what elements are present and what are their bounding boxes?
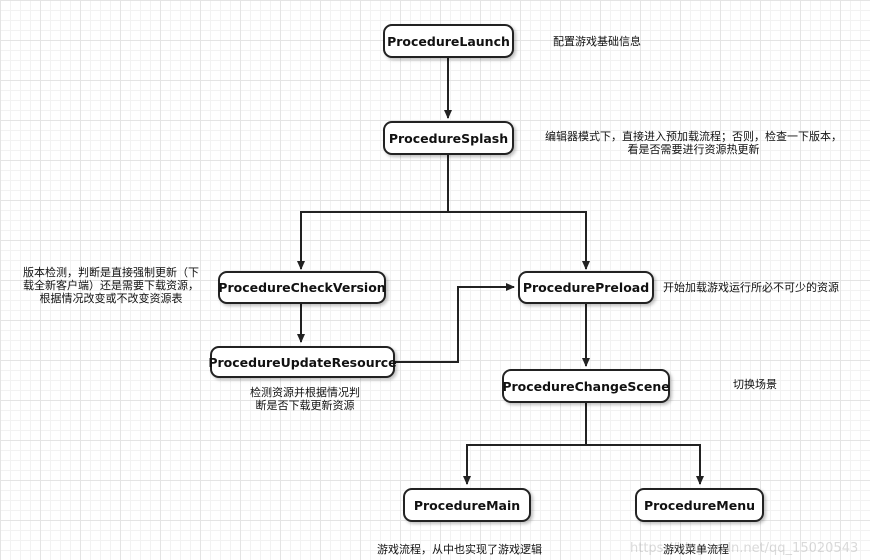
node-procedure-splash[interactable]: ProcedureSplash <box>383 121 514 155</box>
note-splash: 编辑器模式下，直接进入预加载流程；否则，检查一下版本， 看是否需要进行资源热更新 <box>545 130 842 156</box>
watermark: https://blog.csdn.net/qq_15020543 <box>630 541 859 556</box>
arrow-splash-to-check-version <box>297 155 449 270</box>
node-procedure-preload[interactable]: ProcedurePreload <box>518 271 654 304</box>
note-update-resource: 检测资源并根据情况判 断是否下载更新资源 <box>250 386 360 412</box>
note-main: 游戏流程，从中也实现了游戏逻辑 <box>377 543 542 556</box>
note-change-scene: 切换场景 <box>733 378 777 391</box>
node-procedure-launch[interactable]: ProcedureLaunch <box>383 24 514 58</box>
note-check-version: 版本检测，判断是直接强制更新（下 载全新客户端）还是需要下载资源， 根据情况改变… <box>23 266 199 305</box>
arrow-update-resource-to-preload <box>394 283 515 363</box>
arrow-change-scene-to-main <box>463 403 587 485</box>
node-procedure-check-version[interactable]: ProcedureCheckVersion <box>218 271 386 304</box>
node-procedure-menu[interactable]: ProcedureMenu <box>635 488 764 522</box>
note-menu: 游戏菜单流程 <box>663 543 729 556</box>
note-launch: 配置游戏基础信息 <box>553 35 641 48</box>
node-procedure-update-resource[interactable]: ProcedureUpdateResource <box>208 346 397 378</box>
note-preload: 开始加载游戏运行所必不可少的资源 <box>663 281 839 294</box>
arrow-change-scene-to-menu <box>586 444 704 485</box>
node-procedure-main[interactable]: ProcedureMain <box>403 488 531 522</box>
arrow-splash-to-preload <box>448 211 590 270</box>
node-procedure-change-scene[interactable]: ProcedureChangeScene <box>502 369 670 403</box>
